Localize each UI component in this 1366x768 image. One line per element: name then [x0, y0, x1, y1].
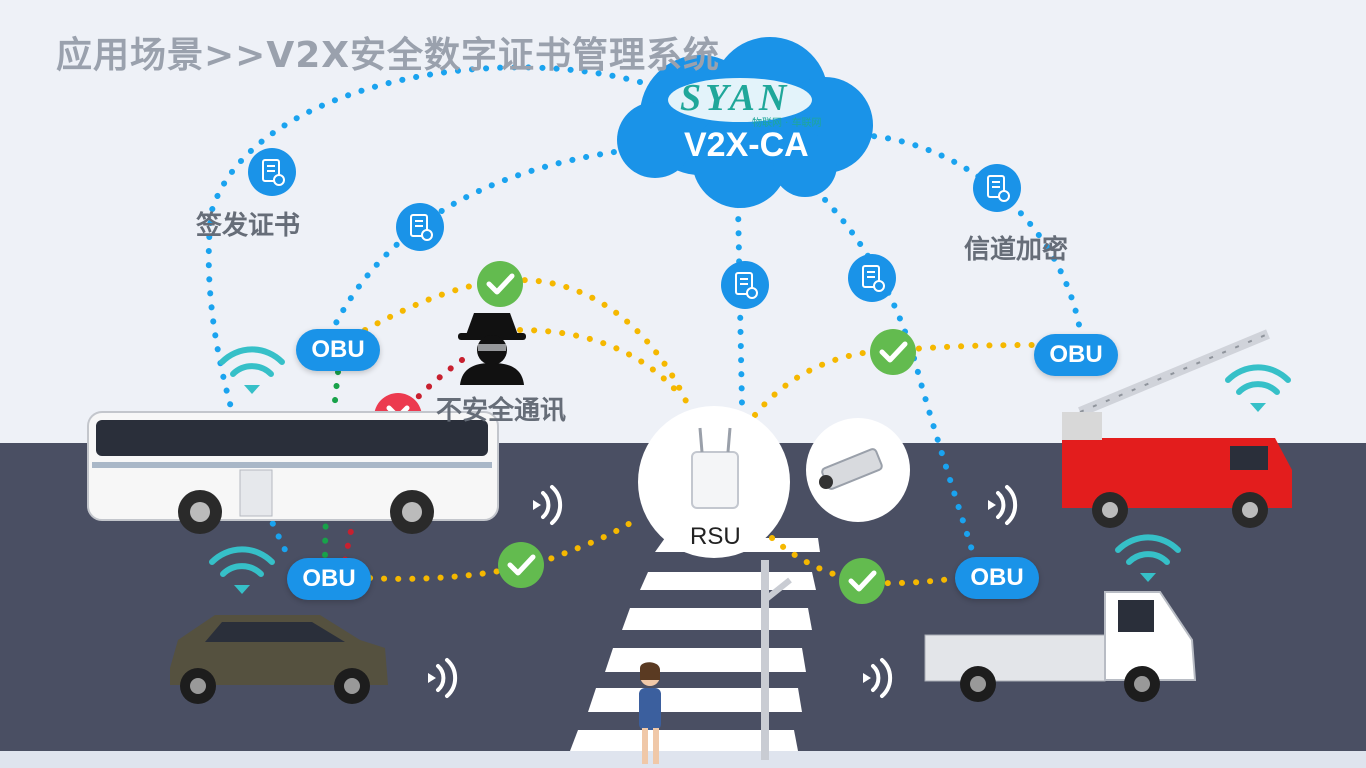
check-icon: [498, 542, 544, 588]
bus: [87, 411, 499, 534]
obu-badge-fire-truck: OBU: [1034, 334, 1118, 376]
obu-badge-suv: OBU: [287, 558, 371, 600]
check-icon: [477, 261, 523, 307]
pedestrian: [639, 662, 661, 764]
certificate-icon: [395, 202, 445, 252]
rsu-label: RSU: [690, 523, 741, 550]
pickup-truck: [924, 591, 1197, 702]
insecure-link: [342, 357, 465, 563]
hacker-icon: [458, 313, 526, 385]
certificate-icon: [972, 163, 1022, 213]
rsu-unit: [638, 406, 792, 760]
obu-badge-pickup: OBU: [955, 557, 1039, 599]
certificate-icon: [847, 253, 897, 303]
insecure-comm-label: 不安全通讯: [436, 396, 567, 426]
suv: [170, 615, 388, 704]
curb: [0, 751, 1366, 768]
fire-truck: [1062, 329, 1292, 528]
issue-cert-label: 签发证书: [196, 211, 301, 241]
page-title: 应用场景>>V2X安全数字证书管理系统: [56, 35, 720, 76]
company-logo: SYAN: [680, 77, 791, 119]
check-icon: [870, 329, 916, 375]
check-icon: [839, 558, 885, 604]
obu-badge-bus: OBU: [296, 329, 380, 371]
certificate-icon: [720, 260, 770, 310]
channel-encryption-label: 信道加密: [964, 235, 1069, 265]
secure-links: [362, 276, 1043, 587]
cloud-ca-label: V2X-CA: [684, 126, 809, 164]
logo-subtitle: 物联网 · 车联网: [752, 118, 822, 129]
certificate-icon: [247, 147, 297, 197]
camera-unit: [806, 418, 910, 522]
logo-plate: [668, 78, 812, 122]
